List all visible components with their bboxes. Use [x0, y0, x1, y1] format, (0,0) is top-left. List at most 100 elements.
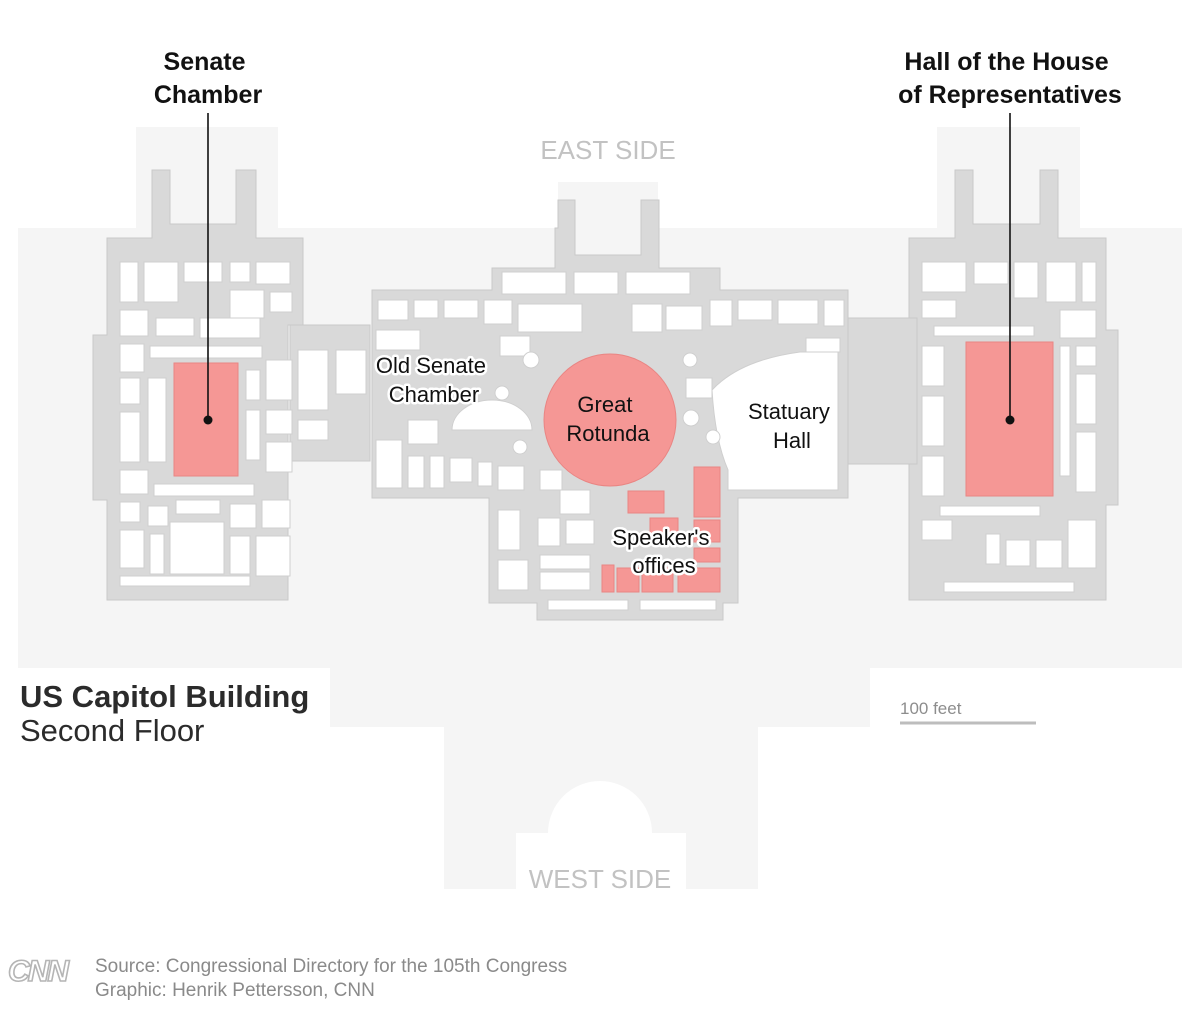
room: [539, 469, 563, 491]
room: [377, 299, 409, 321]
map-title: US Capitol Building: [20, 679, 309, 714]
house-leader-dot: [1005, 415, 1015, 425]
room: [625, 271, 691, 295]
room: [255, 261, 291, 285]
callout-leaders: [203, 113, 1015, 425]
room: [155, 317, 195, 337]
room: [547, 599, 629, 611]
room: [265, 359, 293, 401]
east-side-label: EAST SIDE: [540, 135, 675, 165]
room: [805, 337, 841, 353]
room: [665, 305, 703, 331]
room: [1075, 345, 1097, 367]
room: [711, 351, 839, 491]
room: [709, 299, 733, 327]
room: [449, 457, 473, 483]
room: [517, 303, 583, 333]
speaker-line-2: offices: [632, 553, 695, 578]
room: [375, 439, 403, 489]
room: [685, 377, 713, 399]
speaker-office: [649, 517, 679, 543]
speaker-office: [693, 547, 721, 563]
room: [559, 489, 591, 515]
room: [921, 345, 945, 387]
room: [573, 271, 619, 295]
room: [153, 483, 255, 497]
house-callout-line-1: Hall of the House: [904, 48, 1108, 76]
room: [229, 503, 257, 529]
speakers-offices-label: Speaker's offices: [612, 525, 715, 578]
connector-house: [844, 317, 918, 465]
room: [1059, 309, 1097, 339]
room: [265, 441, 293, 473]
room: [477, 461, 493, 487]
rotunda-line-2: Rotunda: [566, 421, 650, 446]
room: [175, 499, 221, 515]
room: [631, 303, 663, 333]
room: [269, 291, 293, 313]
old-senate-line-2: Chamber: [389, 382, 479, 407]
room: [501, 271, 567, 295]
grounds-west-steps: [516, 781, 686, 889]
statuary-hall-label: Statuary Hall: [748, 399, 836, 453]
room: [199, 317, 261, 339]
room: [147, 377, 167, 463]
senate-leader-dot: [203, 415, 213, 425]
room: [147, 505, 169, 527]
room: [494, 385, 510, 401]
map-subtitle: Second Floor: [20, 713, 204, 748]
room: [297, 349, 329, 411]
room: [705, 429, 721, 445]
room: [539, 571, 591, 591]
room: [1035, 539, 1063, 569]
senate-callout-line-1: Senate: [164, 48, 246, 76]
house-callout-line-2: of Representatives: [898, 81, 1122, 109]
statuary-line-2: Hall: [773, 428, 811, 453]
room: [682, 409, 700, 427]
room: [407, 419, 439, 445]
room: [149, 345, 263, 359]
room: [639, 599, 717, 611]
old-senate-chamber-label: Old Senate Chamber: [376, 353, 492, 407]
room: [823, 299, 845, 327]
highlighted-rooms: [173, 341, 1054, 593]
room: [1059, 345, 1071, 477]
room: [483, 299, 513, 325]
grounds-west-terrace: [330, 665, 870, 727]
room: [921, 299, 957, 319]
room: [921, 455, 945, 497]
speaker-line-1: Speaker's: [612, 525, 709, 550]
room: [921, 395, 945, 447]
room: [169, 521, 225, 575]
room: [522, 351, 540, 369]
room: [499, 335, 531, 357]
room: [443, 299, 479, 319]
room: [245, 369, 261, 401]
senate-callout-line-2: Chamber: [154, 81, 263, 109]
room: [119, 309, 149, 337]
room: [1045, 261, 1077, 303]
room: [682, 352, 698, 368]
room: [149, 533, 165, 575]
speaker-office: [601, 564, 615, 593]
great-rotunda-label: Great Rotunda: [566, 392, 650, 446]
room: [451, 399, 533, 431]
room: [1075, 431, 1097, 493]
speaker-office: [627, 490, 665, 514]
room: [261, 499, 291, 529]
interior-rooms: [119, 261, 1097, 611]
room-labels: Old Senate Chamber Great Rotunda Statuar…: [373, 351, 836, 581]
room: [119, 343, 145, 373]
room: [229, 535, 251, 575]
speaker-office: [616, 567, 640, 593]
room: [973, 261, 1009, 285]
room: [297, 419, 329, 441]
speaker-office: [693, 466, 721, 518]
room: [119, 501, 141, 523]
room: [933, 325, 1035, 337]
speaker-office: [641, 567, 674, 593]
room: [229, 261, 251, 283]
room: [229, 289, 265, 319]
room: [939, 505, 1041, 517]
